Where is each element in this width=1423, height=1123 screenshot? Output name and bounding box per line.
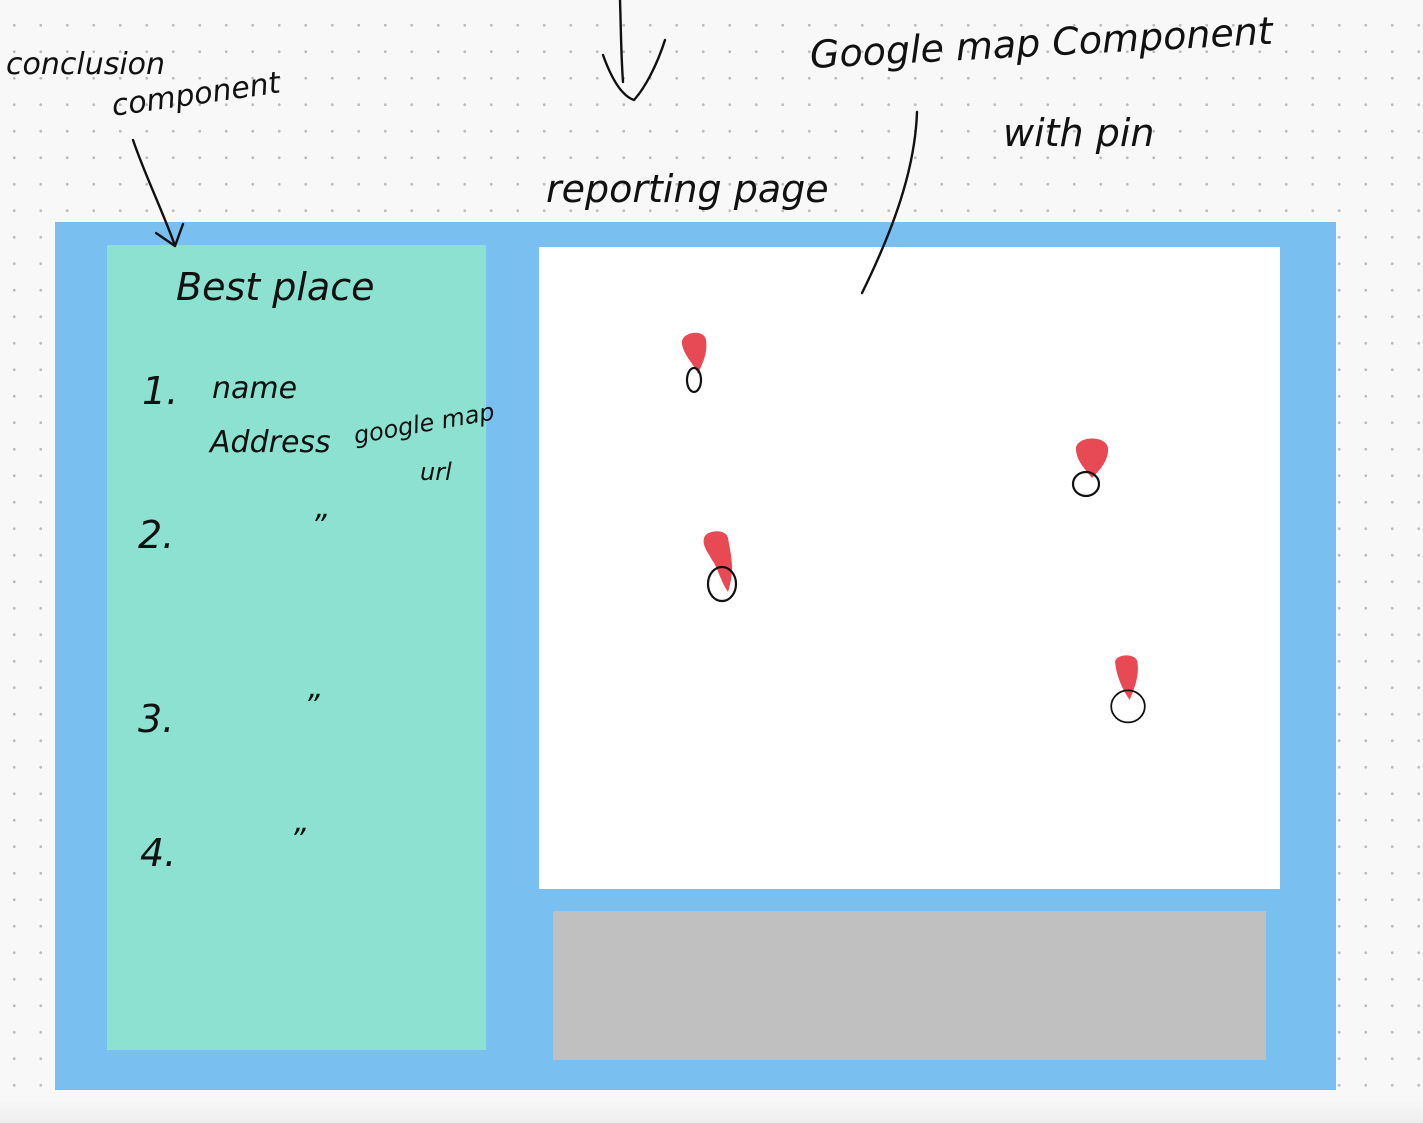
item-2-ditto: ”	[311, 509, 327, 544]
item-1-number: 1.	[142, 369, 179, 413]
bottom-panel	[553, 911, 1266, 1060]
annotation-reporting-page: reporting page	[546, 167, 829, 211]
conclusion-component	[107, 245, 486, 1050]
annotation-map-component-line1: Google map Component	[808, 8, 1274, 77]
item-1-address: Address	[210, 425, 331, 460]
down-arrow-head	[601, 38, 667, 102]
map-pin-icon[interactable]	[1062, 432, 1122, 512]
map-pin-icon[interactable]	[668, 328, 728, 408]
map-pin-icon[interactable]	[696, 528, 756, 608]
annotation-conclusion-line1: conclusion	[6, 47, 166, 82]
item-2-number: 2.	[138, 513, 175, 557]
item-1-url-line2: url	[420, 458, 452, 486]
item-4-number: 4.	[140, 831, 177, 875]
item-1-name: name	[212, 371, 298, 406]
map-pin-icon[interactable]	[1098, 652, 1158, 732]
item-3-ditto: ”	[304, 689, 320, 724]
down-arrow-shaft	[618, 0, 625, 84]
annotation-map-component-line2: with pin	[1003, 111, 1155, 155]
item-4-ditto: ”	[290, 823, 306, 858]
google-map-component[interactable]	[539, 247, 1280, 889]
item-3-number: 3.	[138, 697, 175, 741]
best-place-title: Best place	[176, 265, 375, 309]
canvas-bottom-edge	[0, 1100, 1423, 1123]
